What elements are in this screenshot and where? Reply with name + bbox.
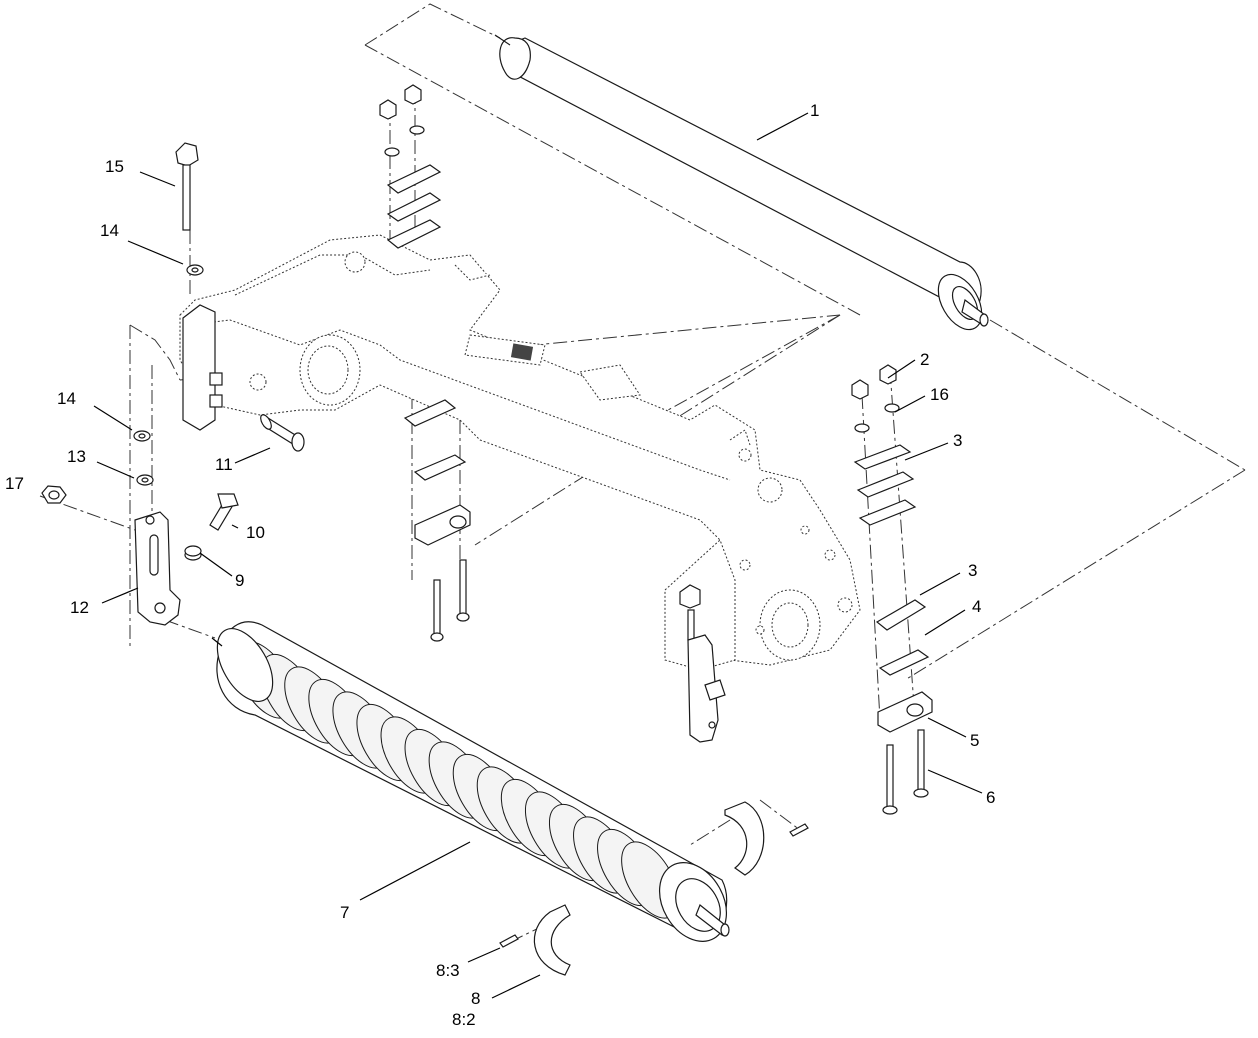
callout-17: 17 bbox=[5, 474, 24, 493]
callout-2: 2 bbox=[920, 350, 929, 369]
callout-1: 1 bbox=[810, 101, 819, 120]
callout-5: 5 bbox=[970, 731, 979, 750]
left-side-plate bbox=[182, 304, 223, 431]
callout-14-upper: 14 bbox=[100, 221, 119, 240]
callout-8-2: 8:2 bbox=[452, 1010, 476, 1029]
middle-clamp-stack bbox=[403, 399, 471, 642]
callout-labels: 1 2 3 3 4 5 6 7 8 8:2 8:3 9 10 11 12 13 … bbox=[5, 101, 995, 1029]
callout-13: 13 bbox=[67, 447, 86, 466]
callout-8-3: 8:3 bbox=[436, 961, 460, 980]
callout-9: 9 bbox=[235, 571, 244, 590]
callout-6: 6 bbox=[986, 788, 995, 807]
callout-12: 12 bbox=[70, 598, 89, 617]
callout-15: 15 bbox=[105, 157, 124, 176]
callout-3-lower: 3 bbox=[968, 561, 977, 580]
item-12-adjuster-arm bbox=[134, 511, 181, 626]
item-10-bolt bbox=[209, 493, 239, 531]
item-13-14-washers bbox=[133, 430, 154, 486]
right-side-plate bbox=[664, 539, 736, 671]
front-roller bbox=[211, 621, 730, 942]
callout-7: 7 bbox=[340, 903, 349, 922]
right-adjuster-arm bbox=[679, 584, 726, 743]
callout-16: 16 bbox=[930, 385, 949, 404]
callout-4: 4 bbox=[972, 597, 981, 616]
callout-3-upper: 3 bbox=[953, 431, 962, 450]
callout-8: 8 bbox=[471, 989, 480, 1008]
upper-shim-stack bbox=[379, 84, 442, 249]
item-8-upper-clamp bbox=[724, 801, 809, 876]
leader-lines bbox=[93, 112, 983, 999]
right-clamp-stack bbox=[851, 364, 933, 815]
carrier-frame bbox=[179, 234, 861, 666]
callout-14-lower: 14 bbox=[57, 389, 76, 408]
item-17-nut bbox=[41, 485, 67, 504]
item-8-lower-clamp bbox=[499, 904, 571, 976]
item-9-nut bbox=[184, 545, 202, 561]
item-15-bolt bbox=[175, 142, 204, 276]
callout-11: 11 bbox=[215, 455, 233, 474]
roller-tube bbox=[494, 34, 989, 331]
item-11-pin bbox=[260, 414, 305, 452]
callout-10: 10 bbox=[246, 523, 265, 542]
